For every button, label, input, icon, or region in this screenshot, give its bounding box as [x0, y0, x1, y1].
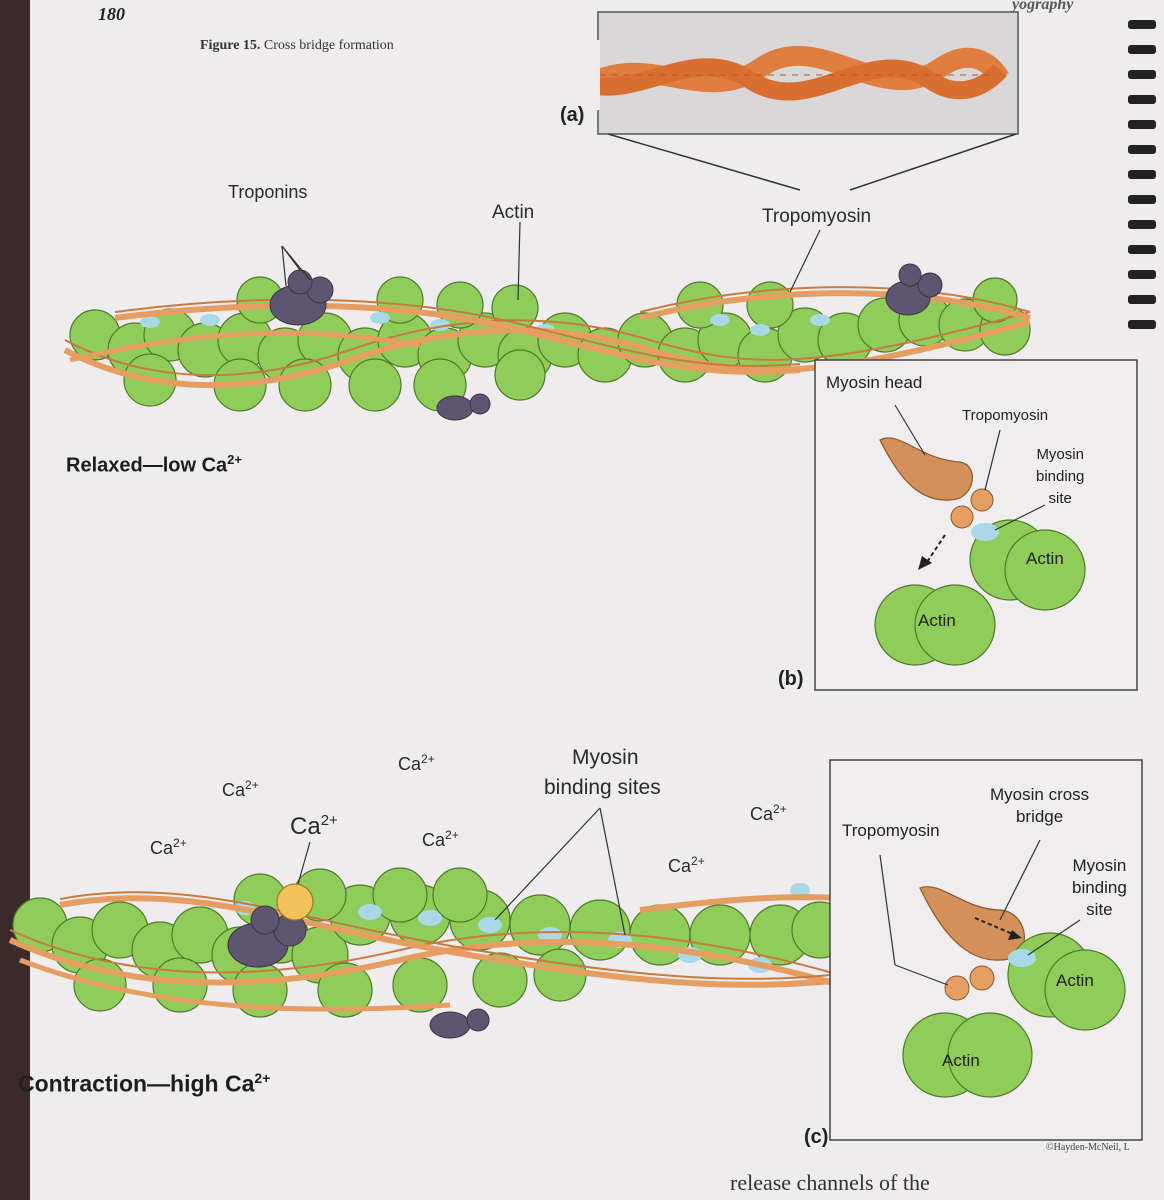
- inset-c-actin-lower: Actin: [942, 1051, 980, 1070]
- tropomyosin-label: Tropomyosin: [762, 206, 872, 227]
- inset-b-myosin-head: Myosin head: [826, 373, 923, 392]
- body-text-fragment: release channels of the: [730, 1170, 930, 1195]
- inset-b-actin-lower: Actin: [918, 611, 956, 630]
- calcium-text: Ca: [222, 780, 246, 800]
- calcium-ion-label: Ca2+: [150, 836, 187, 859]
- relaxed-title: Relaxed—low Ca2+: [66, 452, 242, 478]
- inset-c-binding-site-l1: Myosin: [1072, 856, 1127, 875]
- calcium-sup: 2+: [421, 752, 435, 766]
- inset-c-binding-site-l2: binding: [1072, 878, 1127, 897]
- inset-c-actin-upper: Actin: [1056, 971, 1094, 990]
- actin-label: Actin: [492, 202, 535, 223]
- inset-b-binding-site-l1: Myosin: [1036, 446, 1084, 463]
- contraction-title-sup: 2+: [254, 1070, 271, 1086]
- relaxed-filament: [63, 221, 1031, 421]
- calcium-sup: 2+: [773, 802, 787, 816]
- calcium-ion-label: Ca2+: [750, 802, 787, 825]
- troponins-label: Troponins: [228, 182, 308, 202]
- calcium-ion-label: Ca2+: [398, 752, 435, 775]
- inset-b-binding-site-l3: site: [1048, 490, 1072, 507]
- running-header: yography: [1012, 0, 1074, 13]
- inset-c-binding-site-l3: site: [1086, 900, 1113, 919]
- inset-b-binding-site: Myosin binding site: [1036, 444, 1084, 510]
- panel-a-box: [560, 11, 1019, 191]
- inset-b: [814, 359, 1138, 691]
- inset-c-tropomyosin: Tropomyosin: [842, 821, 940, 840]
- binding-sites-label-line1: Myosin: [572, 746, 639, 769]
- contraction-title-text: Contraction—high Ca: [18, 1070, 255, 1097]
- calcium-text: Ca: [422, 830, 446, 850]
- calcium-ion-label: Ca2+: [668, 854, 705, 877]
- inset-b-actin-upper: Actin: [1026, 549, 1064, 568]
- calcium-text: Ca: [150, 838, 174, 858]
- inset-b-tropomyosin: Tropomyosin: [962, 407, 1049, 424]
- calcium-text: Ca: [668, 856, 692, 876]
- spiral-binding: [1128, 20, 1156, 329]
- page-number: 180: [98, 4, 125, 24]
- inset-c-binding-site: Myosin binding site: [1072, 855, 1127, 921]
- calcium-ion-label-large: Ca2+: [290, 812, 338, 841]
- calcium-ion-label: Ca2+: [422, 828, 459, 851]
- calcium-text: Ca: [750, 804, 774, 824]
- contraction-title: Contraction—high Ca2+: [18, 1070, 270, 1098]
- contraction-filament: [8, 807, 849, 1039]
- figure-number: Figure 15.: [200, 38, 261, 53]
- relaxed-title-text: Relaxed—low Ca: [66, 454, 228, 477]
- relaxed-title-sup: 2+: [227, 452, 242, 467]
- calcium-sup: 2+: [445, 828, 459, 842]
- inset-c-letter: (c): [804, 1126, 829, 1148]
- calcium-sup: 2+: [245, 778, 259, 792]
- binding-sites-label-line2: binding sites: [544, 776, 661, 799]
- calcium-sup: 2+: [320, 812, 338, 829]
- calcium-ion-label: Ca2+: [222, 778, 259, 801]
- inset-b-letter: (b): [778, 668, 804, 690]
- calcium-sup: 2+: [173, 836, 187, 850]
- figure-caption: Figure 15. Cross bridge formation: [200, 38, 394, 54]
- inset-b-binding-site-l2: binding: [1036, 468, 1085, 485]
- calcium-sup: 2+: [691, 854, 705, 868]
- binder-edge: [0, 0, 30, 1200]
- inset-c-cross-bridge-l1: Myosin cross: [990, 785, 1090, 804]
- calcium-text: Ca: [290, 813, 321, 840]
- inset-c: [829, 759, 1143, 1141]
- calcium-text: Ca: [398, 754, 422, 774]
- figure-title: Cross bridge formation: [263, 38, 394, 53]
- inset-c-cross-bridge: Myosin cross bridge: [990, 784, 1089, 828]
- inset-c-cross-bridge-l2: bridge: [1015, 807, 1064, 826]
- copyright-notice: ©Hayden-McNeil, L: [1046, 1142, 1130, 1153]
- panel-a-letter: (a): [560, 104, 585, 126]
